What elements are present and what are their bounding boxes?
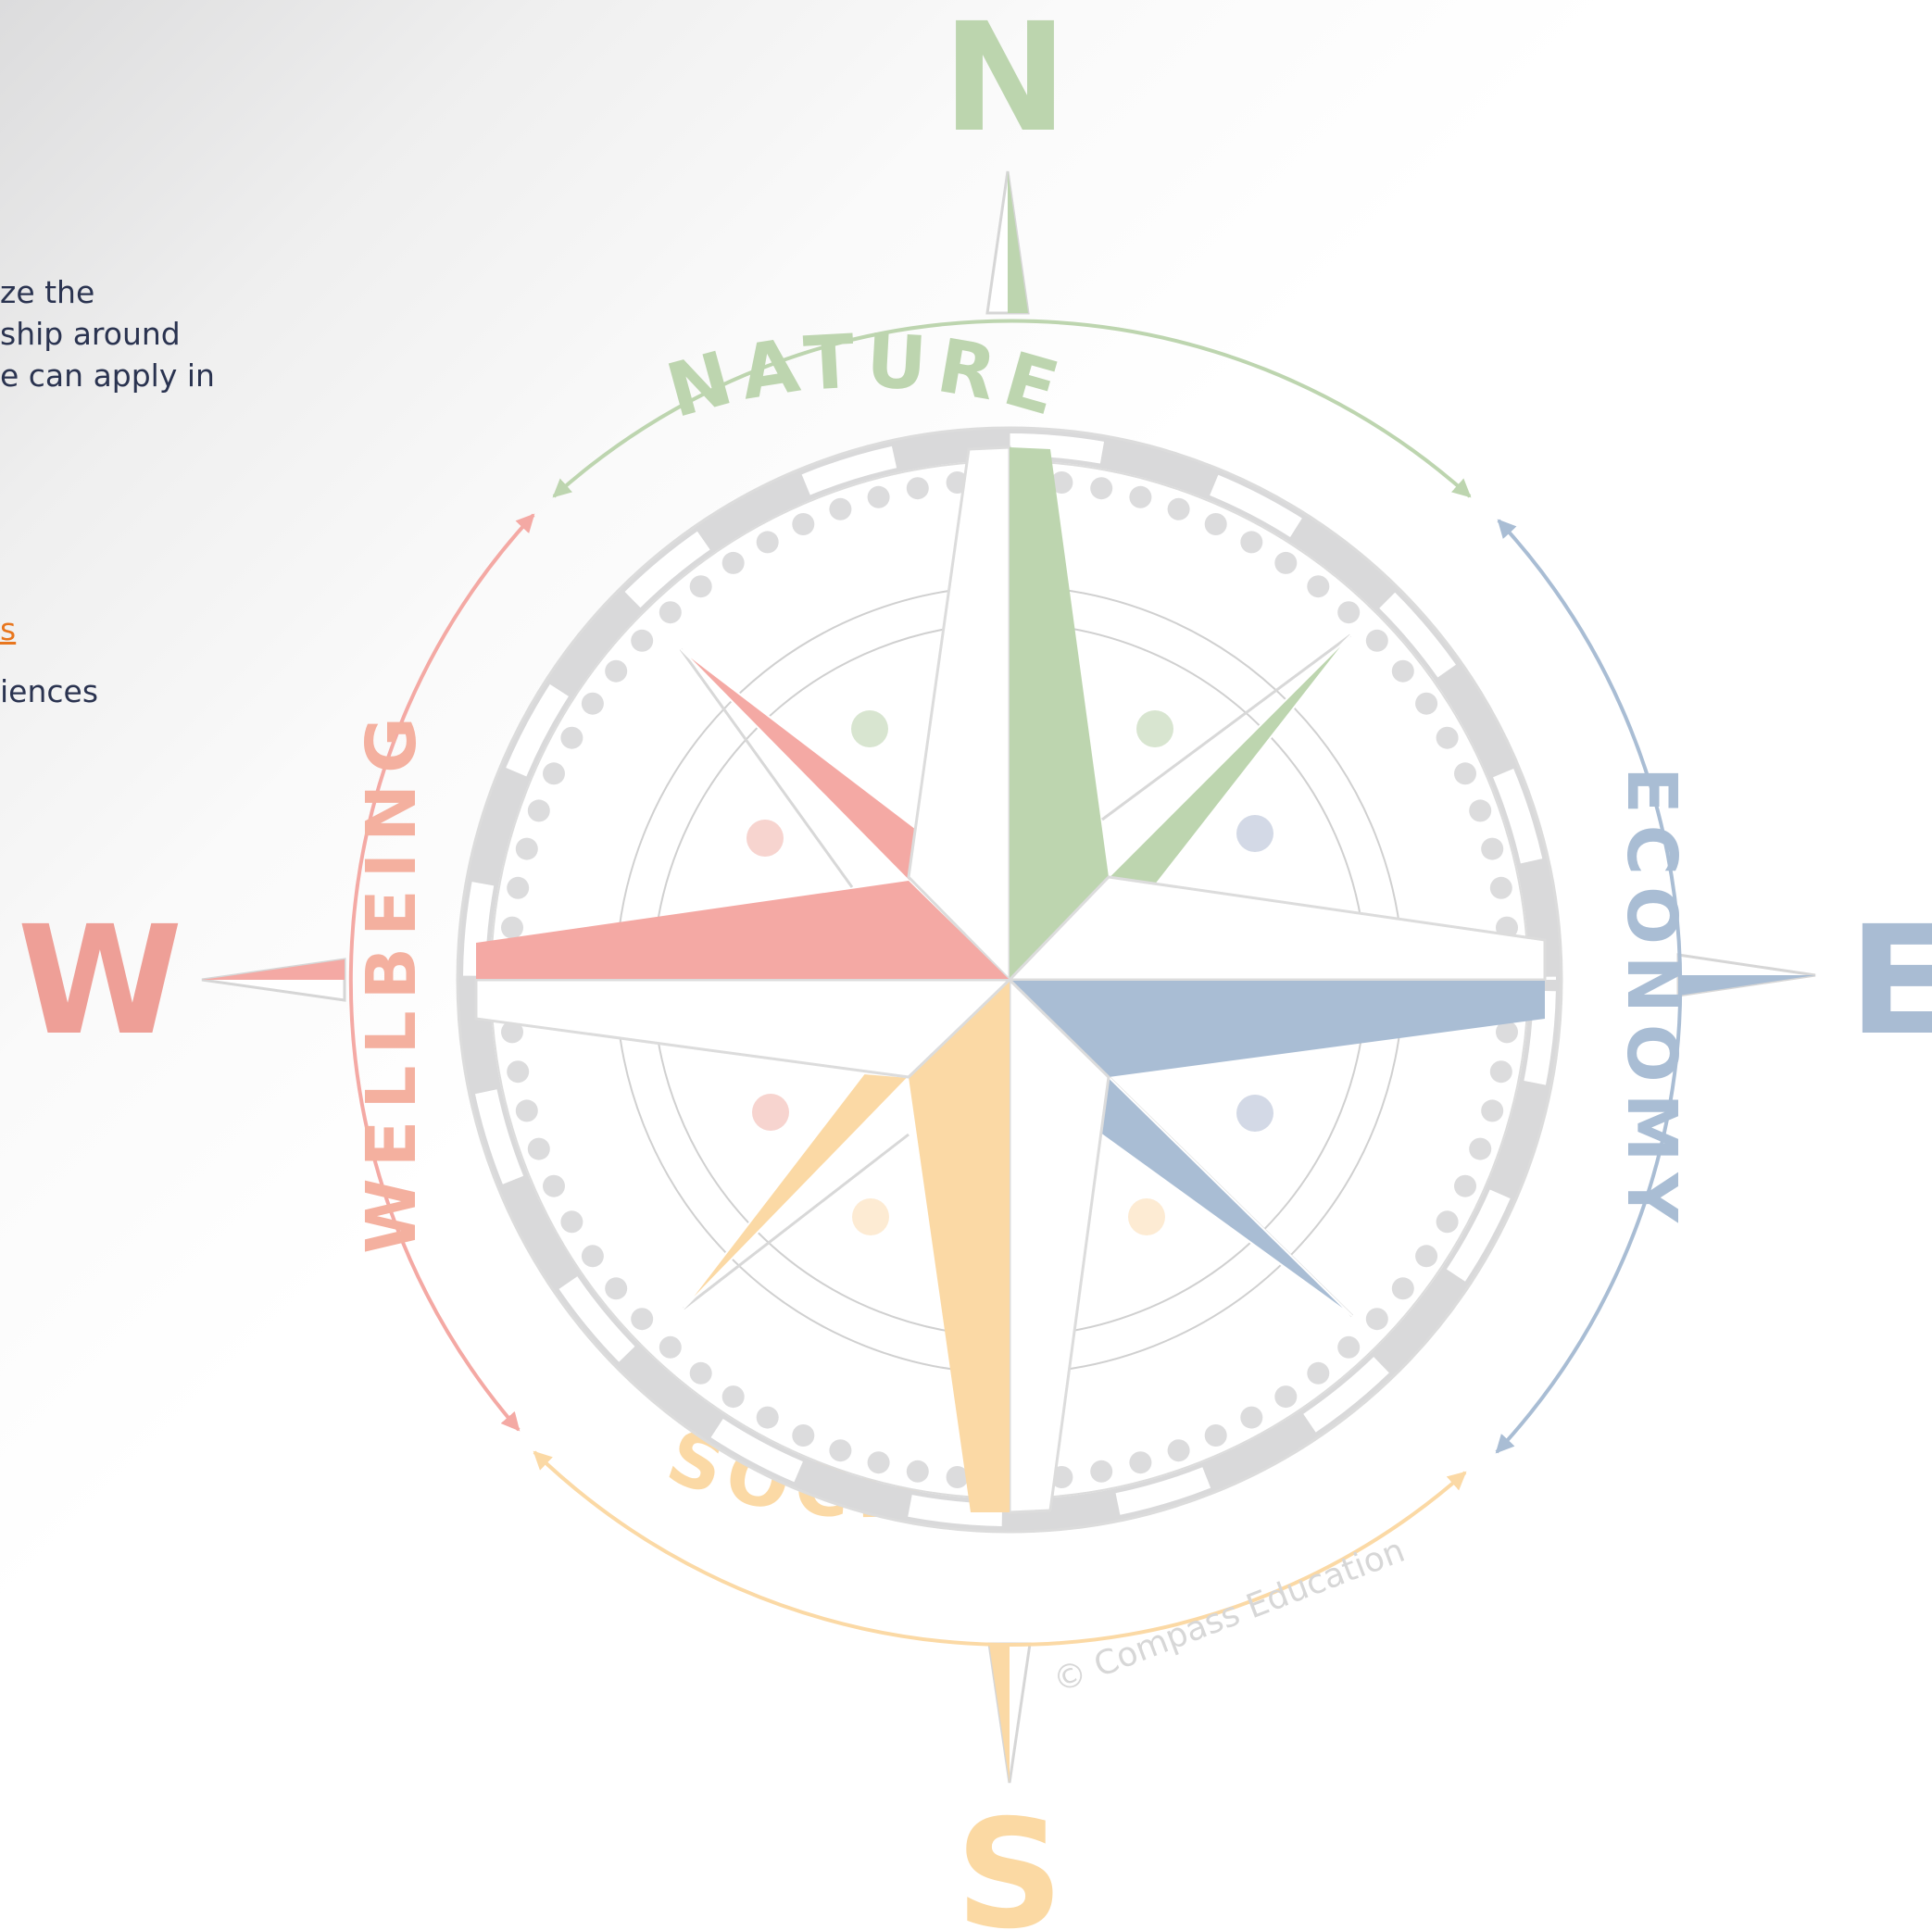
ring-dot [1489, 1060, 1512, 1084]
ring-dot [1469, 799, 1492, 822]
ring-dot [1337, 601, 1361, 624]
ring-dot [1274, 1385, 1298, 1409]
ring-dot [1365, 1308, 1388, 1331]
ring-dot [515, 837, 538, 860]
ring-dot [659, 601, 682, 624]
ring-dot [1129, 485, 1152, 508]
ring-dot [867, 1451, 890, 1474]
ring-dot [756, 1406, 779, 1429]
intro-text-line-1: ze the [0, 274, 95, 310]
ring-dot [631, 1308, 654, 1331]
economy-label: ECONOMY [1612, 767, 1691, 1234]
ring-dot [1454, 1174, 1476, 1197]
ring-dot [1090, 1460, 1113, 1483]
ring-dot [906, 477, 929, 500]
ring-dot [1240, 1406, 1263, 1429]
ring-dot [560, 726, 583, 749]
west-letter: W [18, 895, 183, 1069]
ring-dot [659, 1335, 682, 1359]
ring-dot [689, 1361, 712, 1385]
ring-dot [689, 575, 712, 598]
intro-text-line-2: ship around [0, 316, 181, 352]
ring-dot [527, 799, 550, 822]
ring-dot [631, 629, 654, 652]
copyright-text: © Compass Education [1048, 1532, 1411, 1701]
ring-dot [1436, 1210, 1459, 1234]
dimension-arcs [348, 319, 1683, 1647]
ring-dot [1489, 876, 1512, 899]
ring-dot [1415, 1245, 1438, 1268]
ring-dot [501, 916, 523, 939]
ring-dot [543, 1174, 565, 1197]
ring-dot [1307, 1361, 1330, 1385]
ring-dots [501, 471, 1518, 1488]
ring-dot [1274, 551, 1298, 574]
ring-dot [1496, 1021, 1518, 1044]
ring-dot [507, 876, 530, 899]
ring-dot [581, 1245, 604, 1268]
compass-star [474, 445, 1547, 1514]
ring-dot [721, 551, 745, 574]
ring-dot [1204, 1424, 1227, 1447]
ring-dot [1307, 575, 1330, 598]
experiences-text: iences [0, 673, 99, 709]
ring-dot [721, 1385, 745, 1409]
ring-dot [1436, 726, 1459, 749]
ring-dot [507, 1060, 530, 1084]
ring-dot [829, 1439, 852, 1462]
ring-dot [1167, 497, 1190, 520]
ring-dot [1337, 1335, 1361, 1359]
ring-dot [1391, 659, 1414, 683]
ring-dot [1050, 471, 1073, 494]
ring-dot [1204, 513, 1227, 535]
ring-dot [1469, 1137, 1492, 1160]
south-letter: S [956, 1788, 1064, 1930]
ring-dot [792, 1424, 815, 1447]
ring-dot [515, 1099, 538, 1122]
ring-dot [1090, 477, 1113, 500]
ring-dot [1481, 1099, 1504, 1122]
ring-dot [1129, 1451, 1152, 1474]
ring-dot [527, 1137, 550, 1160]
ring-dot [1454, 762, 1476, 785]
ring-dot [1167, 1439, 1190, 1462]
ring-dot [756, 531, 779, 554]
ring-dot [1365, 629, 1388, 652]
wellbeing-label: WELLBEING [352, 706, 432, 1254]
ring-dot [560, 1210, 583, 1234]
ring-dot [543, 762, 565, 785]
north-letter: N [942, 0, 1068, 166]
link-fragment[interactable]: s [0, 611, 17, 647]
east-letter: E [1849, 895, 1932, 1069]
intro-text-line-3: e can apply in [0, 357, 215, 394]
cardinal-needles [201, 170, 1816, 1784]
ring-dot [867, 485, 890, 508]
ring-dot [1415, 692, 1438, 715]
ring-dot [906, 1460, 929, 1483]
ring-dot [605, 1277, 628, 1300]
ring-dot [605, 659, 628, 683]
ring-dot [1391, 1277, 1414, 1300]
ring-dot [1481, 837, 1504, 860]
ring-dot [581, 692, 604, 715]
ring-dot [1240, 531, 1263, 554]
quadrant-dots [746, 710, 1273, 1235]
ring-dot [792, 513, 815, 535]
ring-dot [946, 1466, 969, 1488]
ring-dot [501, 1021, 523, 1044]
ring-dot [829, 497, 852, 520]
